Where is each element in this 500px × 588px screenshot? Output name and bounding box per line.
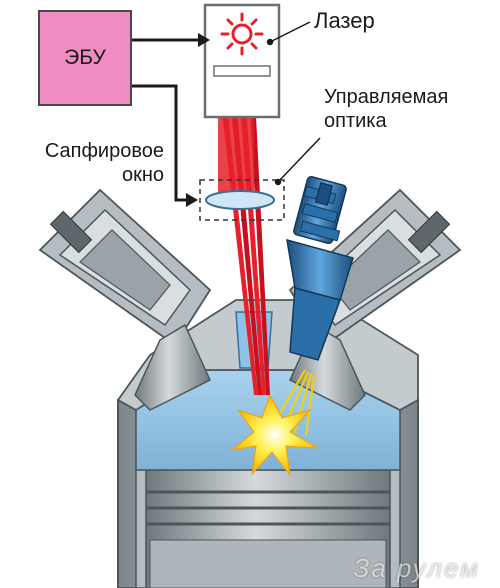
arrow-head-icon bbox=[198, 33, 210, 47]
intake-valve-assembly bbox=[38, 188, 212, 411]
optics-label-line2: оптика bbox=[324, 110, 387, 132]
window-label-line1: Сапфировое bbox=[44, 140, 164, 162]
window-label-line2: окно bbox=[121, 164, 164, 186]
leader-lines bbox=[266, 21, 321, 186]
watermark: За рулем bbox=[353, 553, 480, 583]
spark-plug bbox=[286, 175, 354, 361]
laser-aperture bbox=[213, 65, 271, 77]
laser-beams bbox=[218, 76, 270, 395]
optics-label-line1: Управляемая bbox=[324, 86, 449, 108]
laser-label: Лазер bbox=[314, 8, 375, 33]
ignition-spark bbox=[230, 393, 319, 477]
optics-leader bbox=[277, 137, 321, 183]
lens bbox=[205, 190, 275, 210]
laser-emitter-icon bbox=[220, 12, 264, 56]
arrow-head-icon bbox=[186, 193, 198, 207]
optics-frame bbox=[199, 179, 285, 221]
intake-valve bbox=[134, 323, 211, 411]
ecu-to-optics-line bbox=[132, 84, 186, 202]
laser-unit bbox=[203, 3, 281, 119]
laser-leader bbox=[269, 21, 311, 43]
ecu-box: ЭБУ bbox=[38, 10, 132, 106]
controllable-optics bbox=[199, 179, 285, 221]
ecu-connections bbox=[132, 33, 210, 207]
ecu-label: ЭБУ bbox=[64, 46, 106, 69]
